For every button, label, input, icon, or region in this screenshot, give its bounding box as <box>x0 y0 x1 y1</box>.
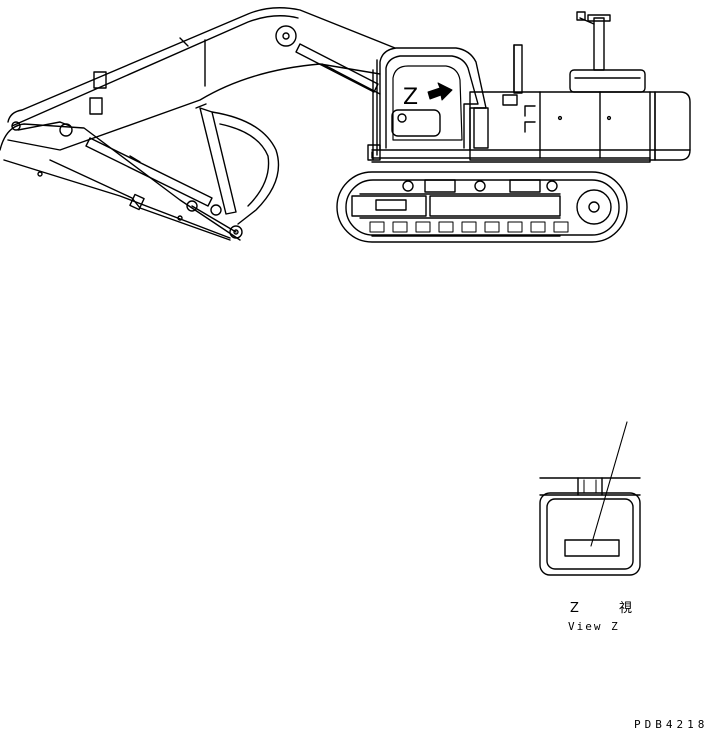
view-z-detail <box>539 421 641 576</box>
label-placement-rect <box>564 539 620 557</box>
arm <box>0 121 241 241</box>
view-label-en: View Z <box>568 620 620 633</box>
drawing-code: PDB4218 <box>634 718 705 730</box>
view-label-jp: Z 視 <box>570 601 650 616</box>
boom <box>7 7 396 151</box>
crawler-track <box>336 171 628 243</box>
leader-line <box>590 421 628 547</box>
view-direction-arrow <box>427 82 453 101</box>
bucket-linkage <box>186 103 280 239</box>
operator-cab <box>367 47 487 161</box>
view-marker-z: Z <box>403 85 418 110</box>
upper-structure <box>371 11 691 163</box>
